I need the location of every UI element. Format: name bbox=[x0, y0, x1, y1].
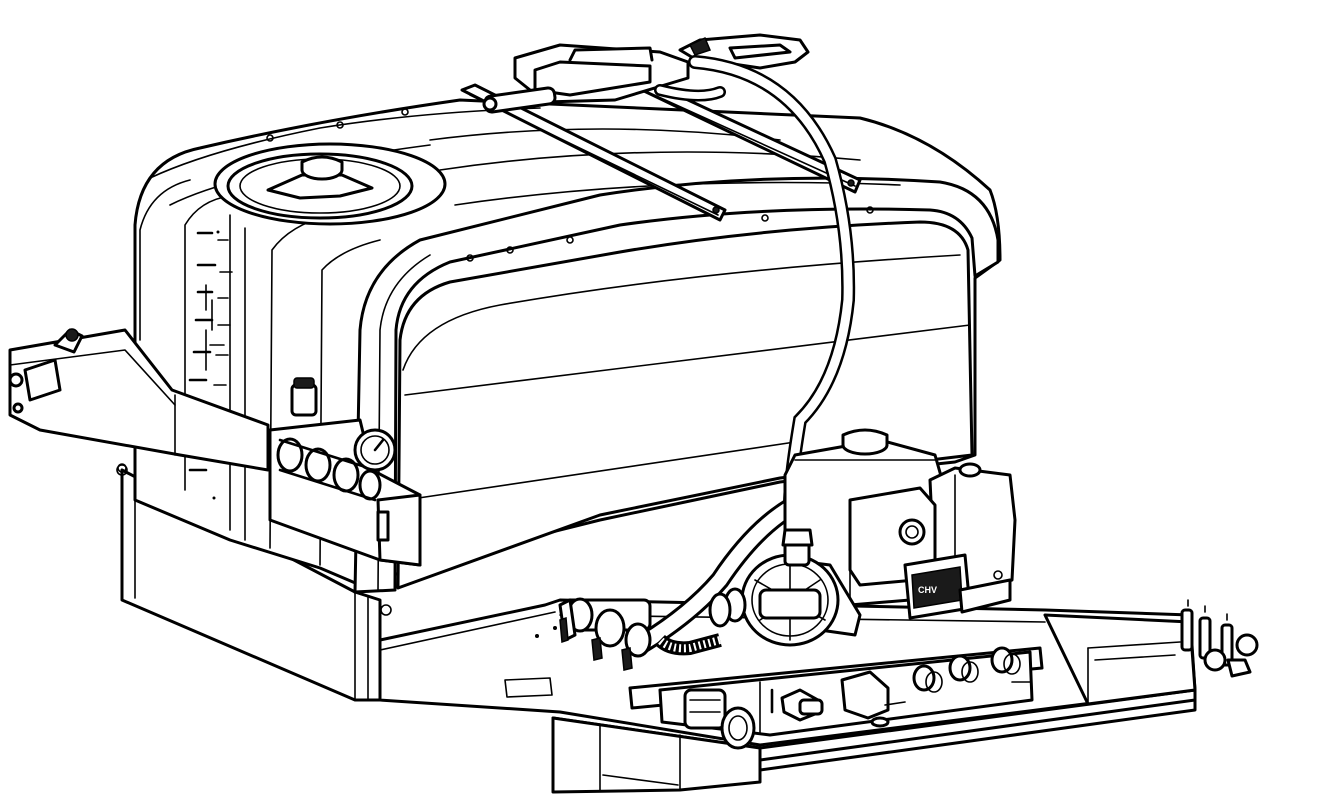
top-rails bbox=[460, 64, 862, 222]
diaphragm-pump bbox=[655, 528, 840, 656]
deck-valve-manifold bbox=[558, 597, 652, 671]
spray-gun bbox=[482, 33, 810, 114]
engine-brand-text: CHV bbox=[918, 585, 937, 595]
front-fittings bbox=[683, 646, 1031, 750]
hose bbox=[630, 55, 856, 655]
fill-lid bbox=[213, 142, 447, 226]
tank-top-bolts bbox=[266, 108, 874, 262]
loose-fittings bbox=[1180, 599, 1259, 678]
boom-arm bbox=[8, 328, 270, 473]
tank-sight-gauge bbox=[188, 230, 233, 500]
control-valve-manifold bbox=[268, 377, 422, 567]
